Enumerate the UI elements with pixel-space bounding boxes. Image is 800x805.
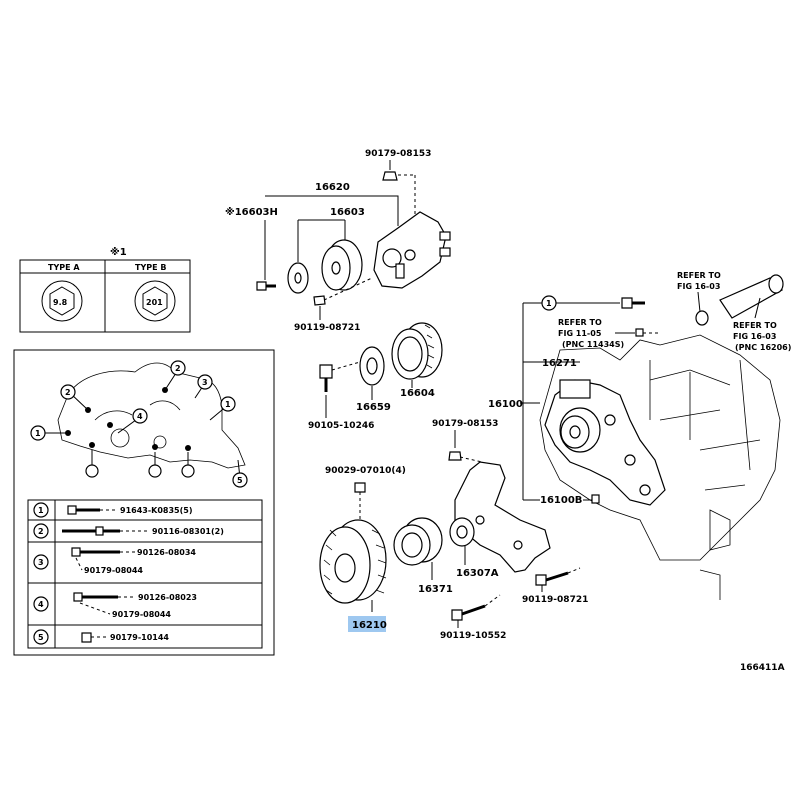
- type-b-nut-icon: 201: [134, 280, 176, 322]
- hose-pipe: [719, 277, 783, 319]
- svg-text:3: 3: [202, 378, 208, 387]
- water-pump-area: 1 16271 REFER TO FIG 16-03 REFER TO FIG …: [488, 271, 791, 600]
- refer-2-line3: (PNC 11434S): [562, 340, 624, 349]
- type-legend: ※1 TYPE A TYPE B 9.8 201: [19, 246, 191, 333]
- callout-16659: 16659: [356, 402, 391, 413]
- bolt-row-4-part-a: 90126-08023: [138, 593, 197, 602]
- bolt-row-3-part-a: 90126-08034: [137, 548, 196, 557]
- svg-text:2: 2: [65, 388, 71, 397]
- svg-text:4: 4: [38, 600, 44, 609]
- refer-1-line1: REFER TO: [677, 271, 721, 280]
- svg-text:1: 1: [225, 400, 231, 409]
- svg-text:3: 3: [38, 558, 44, 567]
- pulley-group-mid: 90105-10246 16659 16604: [308, 322, 443, 431]
- callout-16100: 16100: [488, 399, 523, 410]
- bolt-row-5-part: 90179-10144: [110, 633, 169, 642]
- inset-marker-1-left: 1: [30, 425, 46, 441]
- bolt-row-5: 5 90179-10144: [33, 629, 169, 645]
- idler-assembly-top: 90179-08153 16620 ※16603H 16603: [225, 149, 451, 333]
- engine-block: [539, 334, 781, 561]
- bolt-90119-10552: [451, 594, 501, 621]
- inset-marker-4: 4: [132, 408, 148, 424]
- cover-outline: [57, 362, 246, 469]
- callout-16603: 16603: [330, 207, 365, 218]
- fan-clutch-16210: [319, 519, 387, 612]
- callout-16307a: 16307A: [456, 568, 499, 579]
- callout-16620: 16620: [315, 182, 350, 193]
- inset-marker-1-bottom-c: [181, 464, 195, 478]
- bolt-90105-10246: [319, 364, 333, 392]
- refer-2-line2: FIG 11-05: [558, 329, 602, 338]
- inset-marker-5: 5: [232, 472, 248, 488]
- washer-16603: [287, 262, 309, 294]
- callout-90105-10246: 90105-10246: [308, 421, 374, 431]
- svg-text:2: 2: [38, 527, 44, 536]
- svg-text:5: 5: [38, 633, 44, 642]
- note-mark: ※1: [110, 246, 127, 258]
- callout-90119-08721-right: 90119-08721: [522, 595, 588, 605]
- fan-assembly: 90179-08153 90029-07010(4) 16210 16371: [319, 419, 588, 641]
- bolt-table: 1 91643-K0835(5) 2 90116-08301(2) 3 9012…: [27, 499, 263, 649]
- callout-90179-08153-top: 90179-08153: [365, 149, 431, 159]
- callout-16210: 16210: [352, 620, 387, 631]
- callout-90179-08153-mid: 90179-08153: [432, 419, 498, 429]
- callout-16604: 16604: [400, 388, 435, 399]
- type-a-label: TYPE A: [48, 263, 80, 272]
- o-ring: [695, 310, 709, 326]
- circle-1-marker: 1: [541, 295, 557, 311]
- type-a-nut-icon: 9.8: [41, 280, 83, 322]
- inset-marker-3: 3: [197, 374, 213, 390]
- callout-16100b: 16100B: [540, 495, 582, 506]
- callout-16210-highlight: [348, 616, 386, 632]
- refer-3-line3: (PNC 16206): [735, 343, 791, 352]
- inset-marker-2-top: 2: [170, 360, 186, 376]
- inset-marker-1-bottom-a: [85, 464, 99, 478]
- svg-text:5: 5: [237, 476, 243, 485]
- refer-3-line1: REFER TO: [733, 321, 777, 330]
- callout-90029-07010: 90029-07010(4): [325, 466, 406, 476]
- svg-text:2: 2: [175, 364, 181, 373]
- refer-1-line2: FIG 16-03: [677, 282, 720, 291]
- type-a-value: 9.8: [53, 298, 68, 307]
- bolt-row-3-part-b: 90179-08044: [84, 566, 143, 575]
- bolt-row-2-part: 90116-08301(2): [152, 527, 224, 536]
- pulley-16604: [391, 322, 443, 380]
- callout-90119-08721-left: 90119-08721: [294, 323, 360, 333]
- svg-text:1: 1: [38, 506, 44, 515]
- bolt-row-1-part: 91643-K0835(5): [120, 506, 193, 515]
- refer-3-line2: FIG 16-03: [733, 332, 776, 341]
- callout-90119-10552: 90119-10552: [440, 631, 506, 641]
- bolt-row-4-part-b: 90179-08044: [112, 610, 171, 619]
- bolt-row-3: 3 90126-08034 90179-08044: [33, 547, 196, 575]
- figure-id: 166411A: [740, 663, 785, 673]
- washer-16659: [359, 346, 385, 386]
- svg-text:4: 4: [137, 412, 143, 421]
- inset-marker-1-right: 1: [220, 396, 236, 412]
- pulley-16371: [393, 517, 443, 580]
- bolt-inset-frame: [13, 349, 275, 656]
- idler-pulley-16603: [321, 239, 363, 291]
- bolt-row-4: 4 90126-08023 90179-08044: [33, 592, 197, 619]
- callout-16371: 16371: [418, 584, 453, 595]
- svg-text:1: 1: [546, 299, 552, 308]
- bolt-row-1: 1 91643-K0835(5): [33, 502, 193, 518]
- inset-marker-2-left: 2: [60, 384, 76, 400]
- inset-marker-1-bottom-b: [148, 464, 162, 478]
- type-b-label: TYPE B: [135, 263, 166, 272]
- bolt-16603h: [256, 281, 276, 291]
- bolt-90119-08721-right: [535, 567, 581, 586]
- type-b-value: 201: [146, 298, 163, 307]
- bolt-row-2: 2 90116-08301(2): [33, 523, 224, 539]
- callout-16603h: ※16603H: [225, 206, 278, 218]
- refer-2-line1: REFER TO: [558, 318, 602, 327]
- fan-bracket-16307a: [449, 461, 551, 573]
- bolt-icon: [382, 171, 398, 181]
- callout-16271: 16271: [542, 358, 577, 369]
- idler-bracket-16620: [373, 211, 451, 289]
- svg-text:1: 1: [35, 429, 41, 438]
- bolt-inset: 1 2 2 3 4 5 1 1 91643-K0835(5) 2: [13, 349, 275, 656]
- water-pump-16100: [544, 379, 666, 506]
